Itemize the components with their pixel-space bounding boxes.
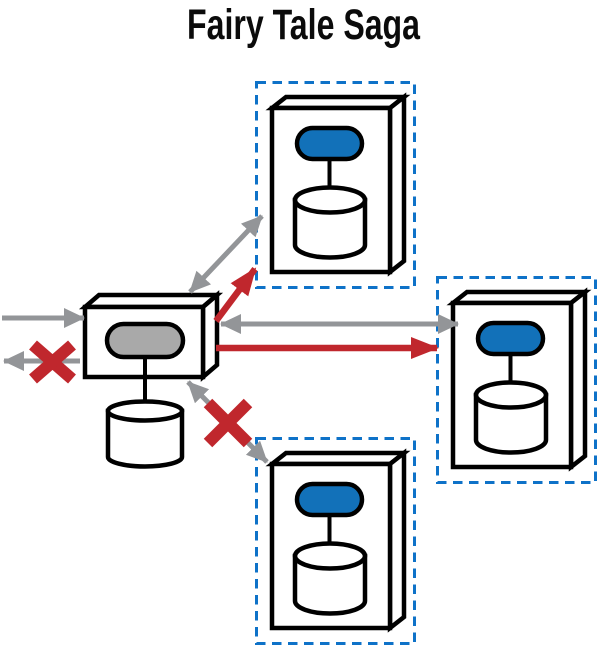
database-icon — [473, 392, 549, 455]
blocked-reply-x-icon — [29, 340, 76, 384]
bounded-context-border — [436, 276, 597, 484]
database-icon-top — [473, 380, 549, 410]
database-icon-top — [292, 185, 368, 215]
mediator-top-service-sync-arrow — [188, 214, 264, 294]
service-icon — [294, 481, 365, 518]
service-node-bottom — [255, 437, 416, 645]
service-icon — [475, 320, 546, 357]
page-title: Fairy Tale Saga — [187, 1, 421, 49]
mediator-top-service-red-arrow — [213, 267, 258, 323]
database-icon — [292, 553, 368, 616]
service-node-top — [255, 81, 416, 289]
mediator-icon — [104, 321, 186, 360]
mediator-node — [78, 290, 224, 469]
database-icon — [292, 197, 368, 260]
service-icon — [294, 125, 365, 162]
bounded-context-border — [255, 437, 416, 645]
mediator-database-icon — [105, 408, 185, 469]
service-node-right — [436, 276, 597, 484]
blocked-bottom-service-x-icon — [203, 398, 253, 448]
mediator-database-icon-top — [105, 399, 185, 423]
database-icon-top — [292, 541, 368, 571]
bounded-context-border — [255, 81, 416, 289]
